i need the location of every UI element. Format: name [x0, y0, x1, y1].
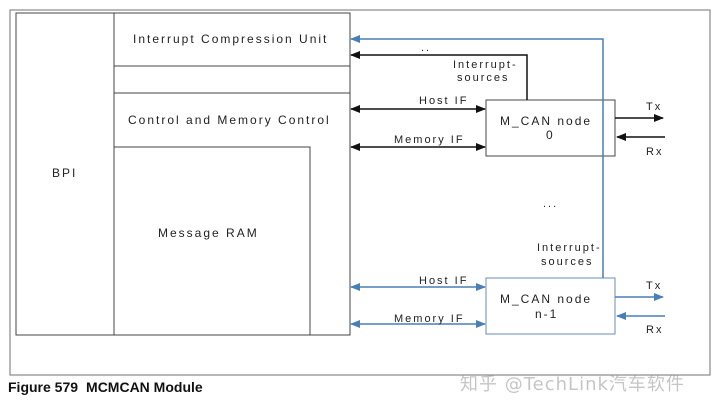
interrupt-sources-0-l2: sources [457, 72, 510, 84]
memory-if-n-1-label: Memory IF [394, 313, 465, 325]
tx-0-label: Tx [646, 101, 662, 113]
mcan-node-n-1-line1: M_CAN node [500, 292, 592, 306]
figure-title: MCMCAN Module [86, 379, 203, 395]
message-ram-block [113, 146, 311, 336]
host-if-n-1-label: Host IF [419, 275, 468, 287]
interrupt-sources-n-l2: sources [541, 256, 594, 268]
icu-block [113, 12, 351, 67]
mcan-node-0 [485, 99, 616, 157]
interrupt-sources-n-l1: Interrupt- [537, 242, 602, 254]
bpi-label: BPI [52, 166, 77, 180]
figure-caption: Figure 579 MCMCAN Module [8, 379, 211, 395]
mcan-node-n-1 [485, 277, 616, 335]
rx-0-label: Rx [646, 146, 663, 158]
tx-n-1-label: Tx [646, 280, 662, 292]
cmc-label: Control and Memory Control [128, 113, 331, 127]
mcan-node-0-line1: M_CAN node [500, 114, 592, 128]
rx-n-1-label: Rx [646, 324, 663, 336]
outer-frame [9, 9, 711, 376]
interrupt-line-node-0 [350, 51, 528, 100]
message-ram-label: Message RAM [158, 226, 259, 240]
host-if-0-label: Host IF [419, 95, 468, 107]
ellipsis: ... [543, 198, 558, 210]
icu-label: Interrupt Compression Unit [133, 32, 328, 46]
watermark: 知乎 @TechLink汽车软件 [460, 374, 685, 395]
interrupt-line-node-n-1 [350, 35, 604, 278]
dots-top: .. [421, 42, 431, 54]
memory-if-0-label: Memory IF [394, 134, 465, 146]
interrupt-sources-0-l1: Interrupt- [453, 59, 518, 71]
figure-number: Figure 579 [8, 379, 79, 395]
mcan-node-0-line2: 0 [546, 128, 555, 142]
mcan-node-n-1-line2: n-1 [535, 307, 558, 321]
